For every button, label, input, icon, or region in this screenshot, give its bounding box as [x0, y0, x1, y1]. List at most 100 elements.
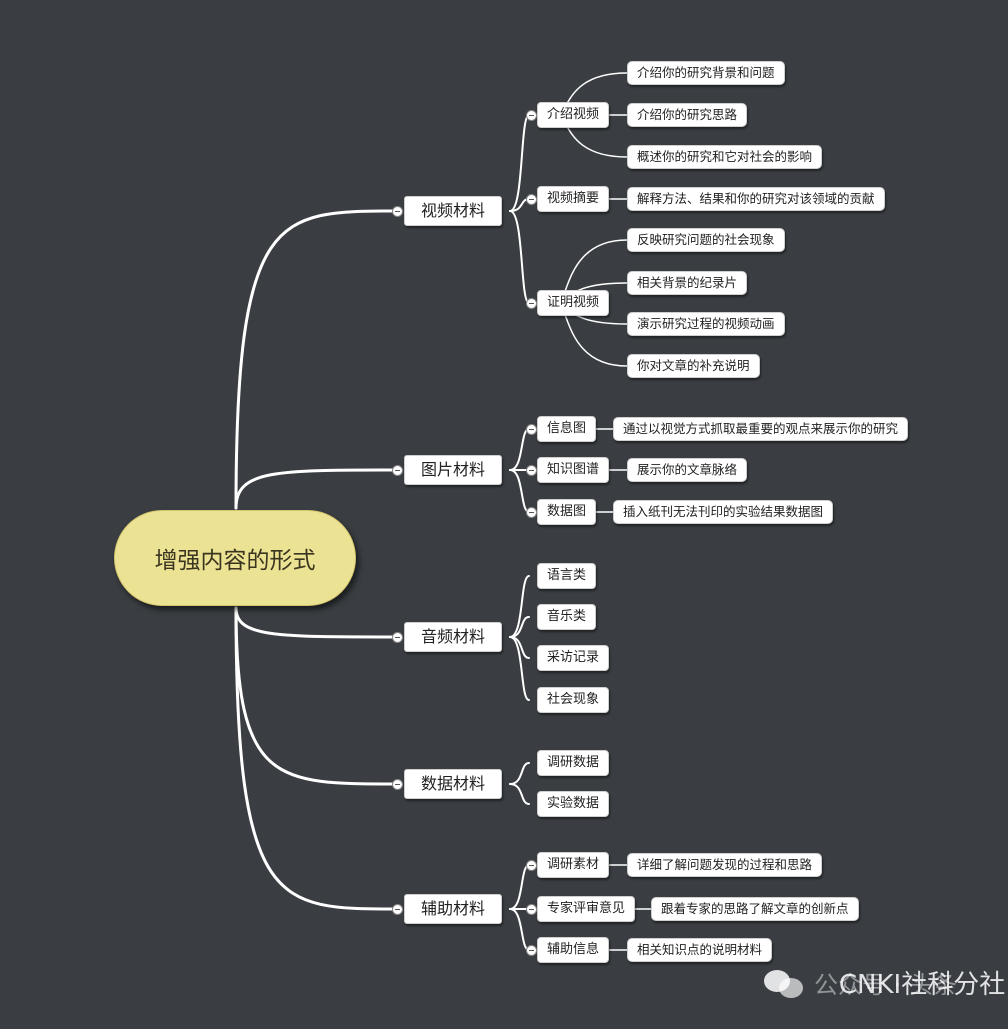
leaf-topic-label: 相关背景的纪录片	[637, 275, 738, 290]
branch-topic[interactable]: 图片材料	[404, 455, 503, 485]
subtopic-collapse-toggle[interactable]	[525, 903, 537, 915]
subtopic[interactable]: 数据图	[537, 499, 597, 525]
subtopic-collapse-toggle[interactable]	[525, 944, 537, 956]
leaf-topic-label: 展示你的文章脉络	[637, 462, 738, 477]
root-topic[interactable]: 增强内容的形式	[114, 510, 356, 606]
leaf-topic-label: 介绍你的研究背景和问题	[637, 65, 775, 80]
leaf-topic[interactable]: 解释方法、结果和你的研究对该领域的贡献	[627, 187, 885, 211]
subtopic[interactable]: 音乐类	[537, 604, 597, 630]
leaf-topic-label: 你对文章的补充说明	[637, 358, 750, 373]
subtopic[interactable]: 调研素材	[537, 852, 610, 878]
branch-subtopic-connector	[509, 428, 530, 471]
leaf-topic-label: 通过以视觉方式抓取最重要的观点来展示你的研究	[623, 421, 899, 436]
subtopic-label: 音乐类	[547, 609, 587, 624]
branch-collapse-toggle[interactable]	[391, 205, 403, 217]
subtopic-label: 知识图谱	[547, 462, 600, 477]
branch-subtopic-connector	[509, 469, 530, 513]
branch-subtopic-connector	[509, 864, 530, 910]
watermark: 公众号 · 头条 CNKI社科分社	[762, 964, 1005, 1001]
leaf-topic-label: 演示研究过程的视频动画	[637, 316, 775, 331]
branch-topic[interactable]: 音频材料	[404, 622, 503, 652]
root-branch-connector	[234, 468, 398, 510]
watermark-text: CNKI社科分社	[838, 970, 1006, 1000]
branch-subtopic-connector	[509, 908, 530, 951]
leaf-topic[interactable]: 介绍你的研究背景和问题	[627, 61, 785, 85]
subtopic-label: 辅助信息	[547, 942, 600, 957]
branch-topic-label: 视频材料	[421, 201, 486, 220]
leaf-topic[interactable]: 演示研究过程的视频动画	[627, 312, 785, 336]
subtopic-collapse-toggle[interactable]	[525, 193, 537, 205]
subtopic-label: 数据图	[547, 504, 587, 519]
branch-topic[interactable]: 辅助材料	[404, 894, 503, 924]
subtopic-collapse-toggle[interactable]	[525, 464, 537, 476]
subtopic[interactable]: 视频摘要	[537, 186, 610, 212]
subtopic-label: 语言类	[547, 568, 587, 583]
root-branch-connector	[234, 606, 398, 911]
subtopic[interactable]: 实验数据	[537, 791, 610, 817]
subtopic-collapse-toggle[interactable]	[525, 109, 537, 121]
subtopic-label: 调研素材	[547, 857, 600, 872]
wechat-logo-icon	[762, 966, 808, 1000]
leaf-topic-label: 详细了解问题发现的过程和思路	[637, 857, 813, 872]
subtopic-label: 信息图	[547, 421, 587, 436]
leaf-topic[interactable]: 相关背景的纪录片	[627, 271, 748, 295]
leaf-topic[interactable]: 插入纸刊无法刊印的实验结果数据图	[613, 500, 834, 524]
branch-topic-label: 图片材料	[421, 460, 486, 479]
leaf-topic-label: 概述你的研究和它对社会的影响	[637, 149, 813, 164]
subtopic-label: 社会现象	[547, 692, 600, 707]
branch-collapse-toggle[interactable]	[391, 903, 403, 915]
leaf-topic[interactable]: 展示你的文章脉络	[627, 458, 748, 482]
leaf-topic-label: 反映研究问题的社会现象	[637, 232, 775, 247]
branch-subtopic-connector	[509, 575, 530, 638]
subtopic[interactable]: 信息图	[537, 416, 597, 442]
leaf-topic-label: 跟着专家的思路了解文章的创新点	[661, 901, 849, 916]
branch-topic[interactable]: 视频材料	[404, 196, 503, 226]
subtopic-label: 介绍视频	[547, 107, 600, 122]
leaf-topic[interactable]: 详细了解问题发现的过程和思路	[627, 853, 823, 877]
root-branch-connector	[234, 606, 398, 786]
subtopic-label: 专家评审意见	[547, 901, 626, 916]
root-branch-connector	[234, 606, 398, 639]
root-topic-label: 增强内容的形式	[154, 548, 316, 574]
subtopic[interactable]: 采访记录	[537, 645, 610, 671]
leaf-topic[interactable]: 通过以视觉方式抓取最重要的观点来展示你的研究	[613, 417, 909, 441]
branch-subtopic-connector	[509, 210, 530, 304]
subtopic[interactable]: 社会现象	[537, 687, 610, 713]
leaf-topic-label: 介绍你的研究思路	[637, 107, 738, 122]
subtopic[interactable]: 调研数据	[537, 750, 610, 776]
leaf-topic[interactable]: 你对文章的补充说明	[627, 354, 760, 378]
root-branch-connector	[234, 209, 398, 510]
branch-collapse-toggle[interactable]	[391, 631, 403, 643]
subtopic-collapse-toggle[interactable]	[525, 423, 537, 435]
subtopic-collapse-toggle[interactable]	[525, 297, 537, 309]
subtopic[interactable]: 辅助信息	[537, 937, 610, 963]
subtopic-label: 调研数据	[547, 755, 600, 770]
branch-subtopic-connector	[509, 762, 530, 785]
subtopic-label: 采访记录	[547, 650, 600, 665]
leaf-topic[interactable]: 跟着专家的思路了解文章的创新点	[651, 897, 859, 921]
branch-topic-label: 辅助材料	[421, 899, 486, 918]
branch-topic-label: 数据材料	[421, 774, 486, 793]
subtopic-label: 视频摘要	[547, 191, 600, 206]
subtopic-collapse-toggle[interactable]	[525, 859, 537, 871]
branch-topic-label: 音频材料	[421, 627, 486, 646]
subtopic[interactable]: 介绍视频	[537, 102, 610, 128]
subtopic[interactable]: 证明视频	[537, 290, 610, 316]
subtopic-collapse-toggle[interactable]	[525, 506, 537, 518]
branch-collapse-toggle[interactable]	[391, 778, 403, 790]
branch-collapse-toggle[interactable]	[391, 464, 403, 476]
branch-subtopic-connector	[509, 783, 530, 805]
leaf-topic[interactable]: 介绍你的研究思路	[627, 103, 748, 127]
subtopic-label: 实验数据	[547, 796, 600, 811]
subtopic[interactable]: 知识图谱	[537, 457, 610, 483]
leaf-topic[interactable]: 反映研究问题的社会现象	[627, 228, 785, 252]
leaf-topic-label: 解释方法、结果和你的研究对该领域的贡献	[637, 191, 875, 206]
leaf-topic[interactable]: 概述你的研究和它对社会的影响	[627, 145, 823, 169]
watermark-prefix: 公众号 · 头条	[814, 971, 957, 999]
subtopic[interactable]: 专家评审意见	[537, 896, 636, 922]
leaf-topic[interactable]: 相关知识点的说明材料	[627, 938, 773, 962]
leaf-topic-label: 插入纸刊无法刊印的实验结果数据图	[623, 504, 824, 519]
branch-topic[interactable]: 数据材料	[404, 769, 503, 799]
subtopic[interactable]: 语言类	[537, 563, 597, 589]
leaf-topic-label: 相关知识点的说明材料	[637, 942, 763, 957]
